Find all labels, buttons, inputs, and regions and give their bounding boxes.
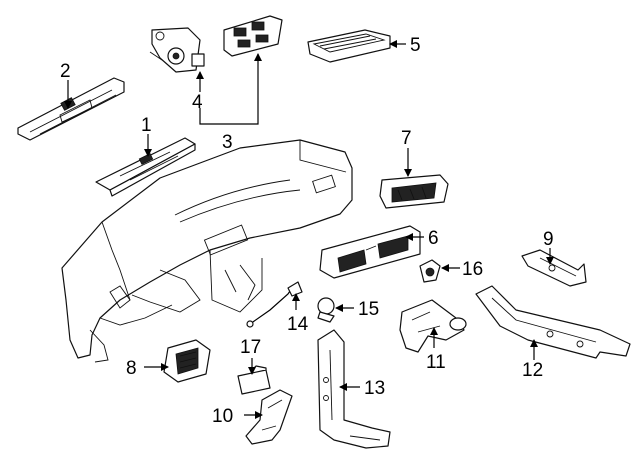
- part-1-defroster-nozzle: [95, 137, 196, 197]
- callout-12: 12: [522, 360, 543, 381]
- callout-10: 10: [212, 406, 233, 427]
- callout-11: 11: [426, 352, 446, 373]
- callout-7: 7: [401, 128, 412, 149]
- callout-5: 5: [410, 35, 421, 56]
- callout-3: 3: [222, 132, 233, 153]
- callout-13: 13: [364, 378, 385, 399]
- callout-15: 15: [358, 299, 379, 320]
- leader-lines: [64, 40, 554, 419]
- part-12-floor-duct: [475, 285, 631, 359]
- callout-2: 2: [60, 61, 71, 82]
- part-9-bracket: [521, 249, 587, 287]
- callout-9: 9: [543, 229, 554, 250]
- part-6-center-vent: [319, 225, 421, 279]
- part-5-control-module: [307, 29, 391, 63]
- callout-14: 14: [287, 314, 309, 335]
- part-7-vent-housing: [379, 174, 449, 209]
- instrument-panel: [61, 139, 353, 363]
- callout-6: 6: [428, 228, 439, 249]
- part-3-control-bracket: [223, 15, 283, 57]
- callout-labels: 2 1 4 3 5 7 6 16 9 14 15 11 12 8 17 10 1…: [60, 35, 554, 427]
- part-10-duct-bracket: [245, 389, 293, 445]
- part-8-side-vent: [163, 339, 211, 383]
- part-16-vent-knob: [419, 259, 441, 283]
- callout-4: 4: [192, 92, 203, 113]
- part-4-actuator: [149, 27, 205, 73]
- part-11-duct-connector: [399, 299, 467, 353]
- part-17-sensor: [237, 365, 271, 395]
- part-13-side-duct: [317, 329, 391, 449]
- callout-8: 8: [126, 358, 137, 379]
- part-14-cable: [246, 281, 303, 328]
- callout-17: 17: [240, 337, 261, 358]
- part-2-vent-grille: [17, 77, 125, 141]
- callout-1: 1: [141, 115, 152, 136]
- leader-3: [199, 53, 262, 125]
- part-15-clip: [317, 297, 335, 323]
- callout-16: 16: [462, 259, 483, 280]
